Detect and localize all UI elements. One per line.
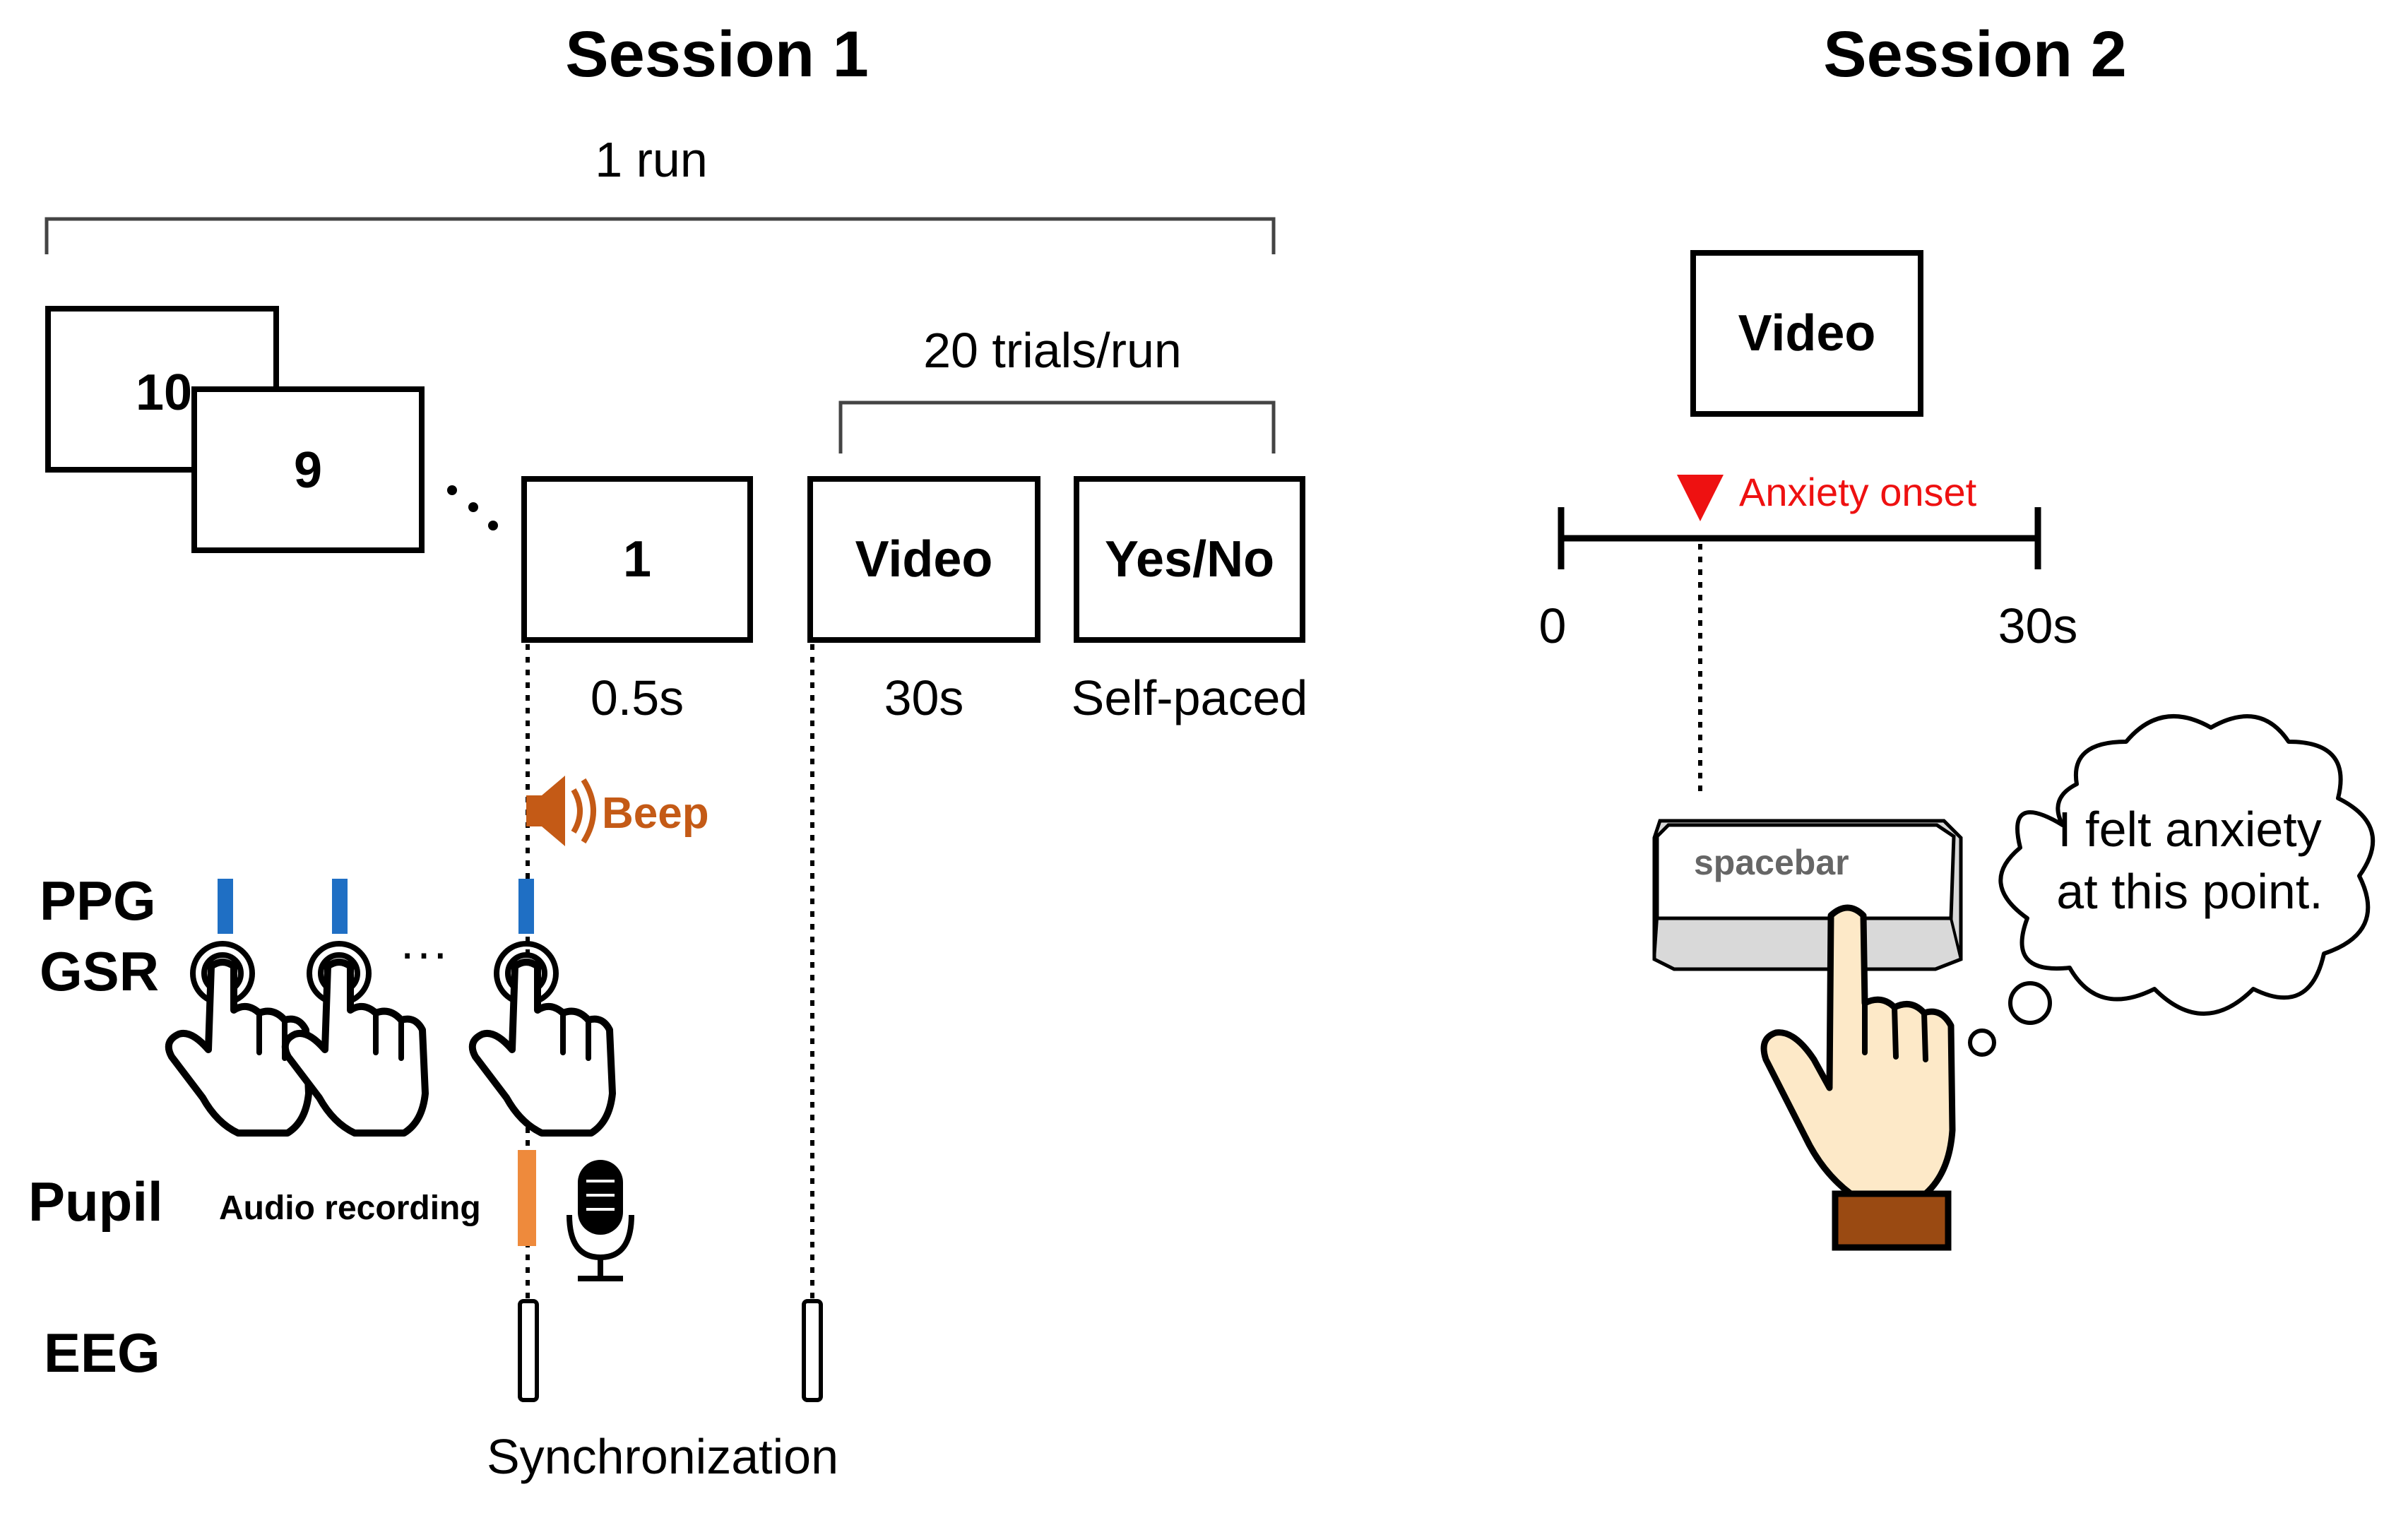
speaker-icon [526,776,596,846]
run-bracket [45,217,1276,254]
hands-ellipsis: ··· [399,925,449,980]
ellipsis-dot [447,485,457,495]
ppg-marker [518,879,534,934]
session2-video-label: Video [1738,305,1876,362]
signal-label-pupil: Pupil [28,1170,163,1233]
eeg-marker [518,1299,539,1402]
countdown-screen-9 [191,386,425,553]
ppg-marker [332,879,348,934]
trials-bracket [838,401,1276,453]
video-screen-label: Video [855,531,993,588]
thought-line-1: I felt anxiety [2058,802,2322,857]
touch-hand-icon [473,944,612,1133]
pointing-hand-icon [1760,904,1956,1251]
countdown-10-label: 10 [136,364,192,421]
audio-recording-label: Audio recording [219,1190,481,1227]
signal-label-ppg: PPG [40,870,156,932]
anxiety-onset-label: Anxiety onset [1739,470,1977,514]
yesno-screen [1074,476,1305,643]
ellipsis-dot [468,502,478,512]
ppg-marker [218,879,233,934]
timeline-end-label: 30s [1998,598,2078,653]
countdown-1-label: 1 [623,531,651,588]
eeg-marker [802,1299,823,1402]
pupil-marker [518,1150,536,1246]
yesno-screen-label: Yes/No [1105,531,1274,588]
microphone-icon [567,1160,634,1281]
session2-video-screen [1690,250,1923,417]
duration-video: 30s [884,670,964,725]
synchronization-label: Synchronization [487,1429,838,1484]
signal-label-eeg: EEG [44,1322,160,1384]
session2-title: Session 2 [1823,18,2127,90]
spacebar-key [1652,819,1963,971]
trials-label: 20 trials/run [923,323,1182,378]
beep-label: Beep [602,789,709,838]
timeline-start-label: 0 [1539,598,1567,653]
countdown-9-label: 9 [294,442,322,499]
countdown-screen-1 [521,476,753,643]
thought-bubble [1968,714,2376,1057]
duration-self-paced: Self-paced [1072,670,1308,725]
spacebar-label: spacebar [1694,843,1849,882]
thought-line-2: at this point. [2056,864,2323,919]
run-label: 1 run [595,132,708,187]
duration-countdown: 0.5s [591,670,684,725]
session1-title: Session 1 [565,18,869,90]
anxiety-onset-marker [1677,475,1724,521]
video-screen [807,476,1040,643]
signal-label-gsr: GSR [40,940,159,1002]
ellipsis-dot [488,521,498,530]
